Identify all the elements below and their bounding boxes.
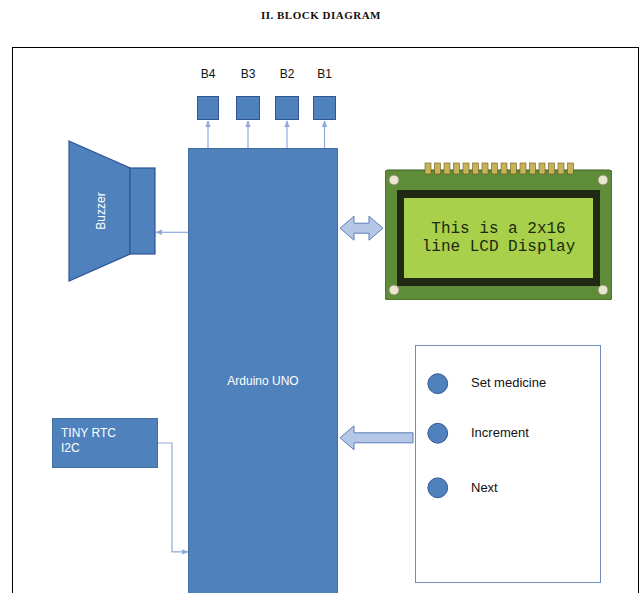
lcd-pin: [568, 163, 574, 174]
mounting-hole: [389, 285, 399, 295]
lcd-screen: [404, 198, 593, 278]
signal-arrow: [207, 121, 208, 148]
lcd-pin: [520, 163, 526, 174]
buzzer-outline: [68, 140, 156, 282]
lcd-pcb: [385, 170, 612, 300]
lcd-pin: [501, 163, 507, 174]
buzzer-symbol: Buzzer: [68, 140, 156, 282]
mounting-hole: [598, 285, 608, 295]
button-circle: [428, 423, 448, 443]
arduino-board-box: Arduino UNO: [188, 148, 338, 593]
mounting-hole: [598, 175, 608, 185]
button-circle: [428, 478, 448, 498]
buzzer-cone: [69, 141, 130, 281]
lcd-pin: [482, 163, 488, 174]
bus-arrow: [340, 426, 413, 450]
lcd-pin: [425, 163, 431, 174]
signal-arrow: [324, 121, 325, 148]
lcd-screen-area: This is a 2x16 line LCD Display: [404, 198, 593, 278]
lcd-pin: [463, 163, 469, 174]
board-label: Arduino UNO: [193, 374, 333, 388]
signal-arrow: [247, 121, 248, 148]
lcd-pin: [444, 163, 450, 174]
lcd-pin: [454, 163, 460, 174]
push-button-box: B3: [236, 96, 260, 120]
lcd-pin: [511, 163, 517, 174]
lcd-display: This is a 2x16 line LCD Display: [385, 162, 612, 300]
button-panel: Set medicineIncrementNext: [415, 345, 601, 583]
bus-arrow: [340, 216, 383, 240]
lcd-text: This is a 2x16 line LCD Display: [420, 220, 577, 257]
lcd-pin: [558, 163, 564, 174]
push-button-box: B4: [197, 96, 219, 120]
button-label: B3: [241, 67, 256, 81]
lcd-pin: [530, 163, 536, 174]
lcd-bezel: [397, 190, 600, 286]
mounting-hole: [389, 175, 399, 185]
lcd-pin: [473, 163, 479, 174]
signal-arrow: [158, 443, 188, 552]
button-label: B4: [201, 67, 216, 81]
module-label: TINY RTC I2C: [61, 426, 133, 456]
buzzer-label: Buzzer: [94, 192, 108, 229]
button-caption: Set medicine: [471, 375, 546, 391]
signal-arrow: [156, 232, 188, 233]
buzzer-body: [130, 168, 155, 254]
lcd-pin: [549, 163, 555, 174]
diagram-frame: [13, 48, 639, 593]
button-caption: Next: [471, 480, 498, 496]
lcd-pin: [435, 163, 441, 174]
button-circle: [428, 374, 448, 394]
button-label: B2: [280, 67, 295, 81]
push-button-box: B2: [275, 96, 299, 120]
signal-arrow: [286, 121, 287, 148]
lcd-pin: [539, 163, 545, 174]
diagram-title: II. BLOCK DIAGRAM: [0, 9, 642, 21]
button-label: B1: [317, 67, 332, 81]
lcd-pin: [492, 163, 498, 174]
button-caption: Increment: [471, 425, 529, 441]
push-button-box: B1: [313, 96, 336, 120]
rtc-module-box: TINY RTC I2C: [52, 418, 158, 468]
